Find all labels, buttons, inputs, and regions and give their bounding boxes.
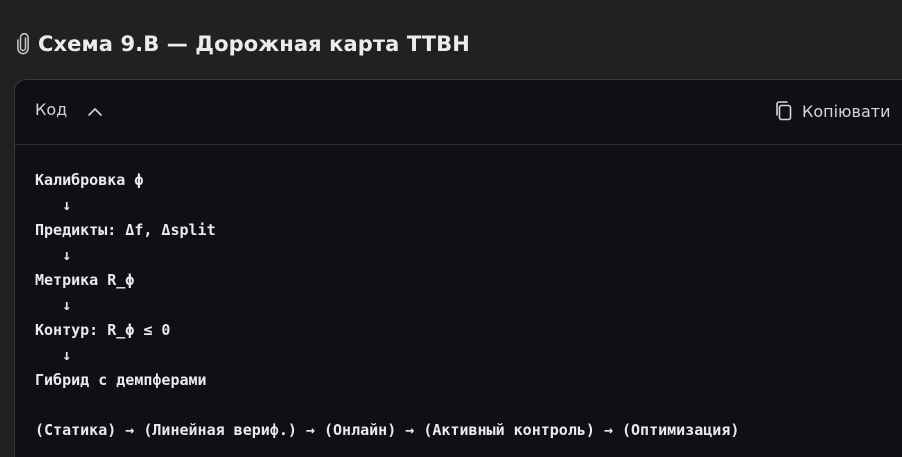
copy-button[interactable]: Копіювати: [774, 100, 890, 122]
code-content: Калибровка ϕ ↓ Предикты: Δf, Δsplit ↓ Ме…: [35, 168, 739, 443]
code-line: ↓: [35, 196, 72, 214]
code-line: (Статика) → (Линейная вериф.) → (Онлайн)…: [35, 421, 740, 439]
code-line: Гибрид с демпферами: [35, 371, 207, 389]
code-block: Код Копіювати Калибровка ϕ ↓ Предикты: Δ…: [14, 79, 902, 457]
code-language-label: Код: [35, 100, 68, 119]
copy-icon: [776, 101, 792, 121]
paperclip-icon: [16, 32, 30, 56]
heading-title: Схема 9.B — Дорожная карта TTBH: [38, 32, 470, 56]
code-line: Метрика R_ϕ: [35, 271, 135, 289]
code-line: [35, 393, 739, 418]
code-block-header: Код Копіювати: [15, 80, 902, 145]
code-line: Калибровка ϕ: [35, 171, 144, 189]
collapse-button[interactable]: [85, 101, 105, 123]
chevron-up-icon: [88, 108, 102, 116]
code-line: ↓: [35, 346, 72, 364]
code-line: Контур: R_ϕ ≤ 0: [35, 321, 171, 339]
code-line: ↓: [35, 246, 72, 264]
copy-button-label: Копіювати: [802, 101, 891, 121]
section-heading: Схема 9.B — Дорожная карта TTBH: [16, 28, 470, 60]
code-line: ↓: [35, 296, 72, 314]
code-line: Предикты: Δf, Δsplit: [35, 221, 216, 239]
